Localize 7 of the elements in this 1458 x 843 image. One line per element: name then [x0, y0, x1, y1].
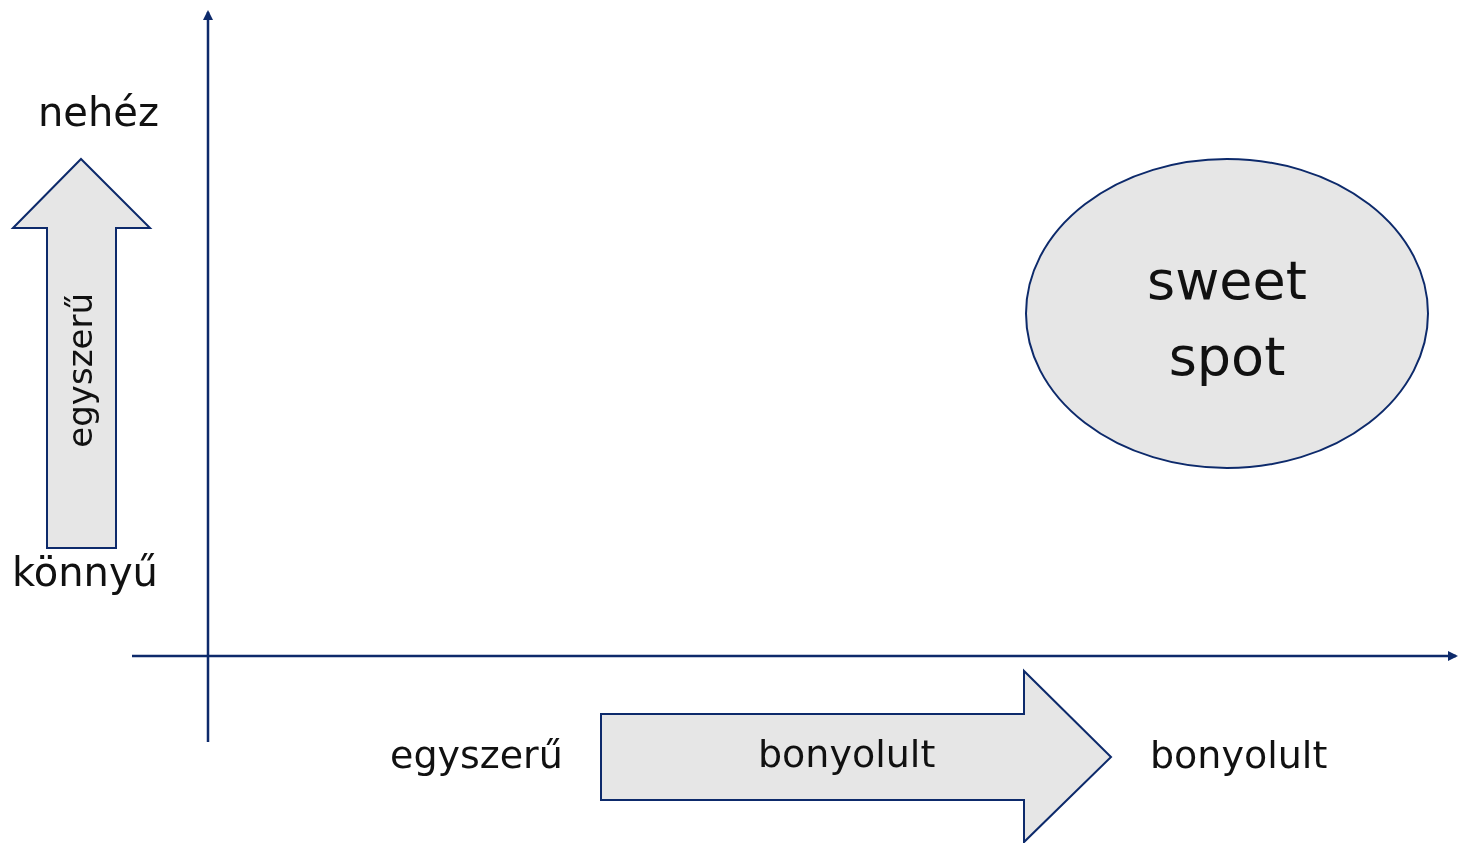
arrow-label: bonyolult: [758, 734, 936, 776]
axis-label: nehéz: [38, 90, 159, 134]
axis-label: bonyolult: [1150, 735, 1328, 777]
axis-label: egyszerű: [390, 735, 563, 777]
axis-label: könnyű: [12, 550, 158, 594]
arrow-label: egyszerű: [62, 293, 100, 448]
ellipse-label: sweet spot: [1146, 248, 1308, 390]
